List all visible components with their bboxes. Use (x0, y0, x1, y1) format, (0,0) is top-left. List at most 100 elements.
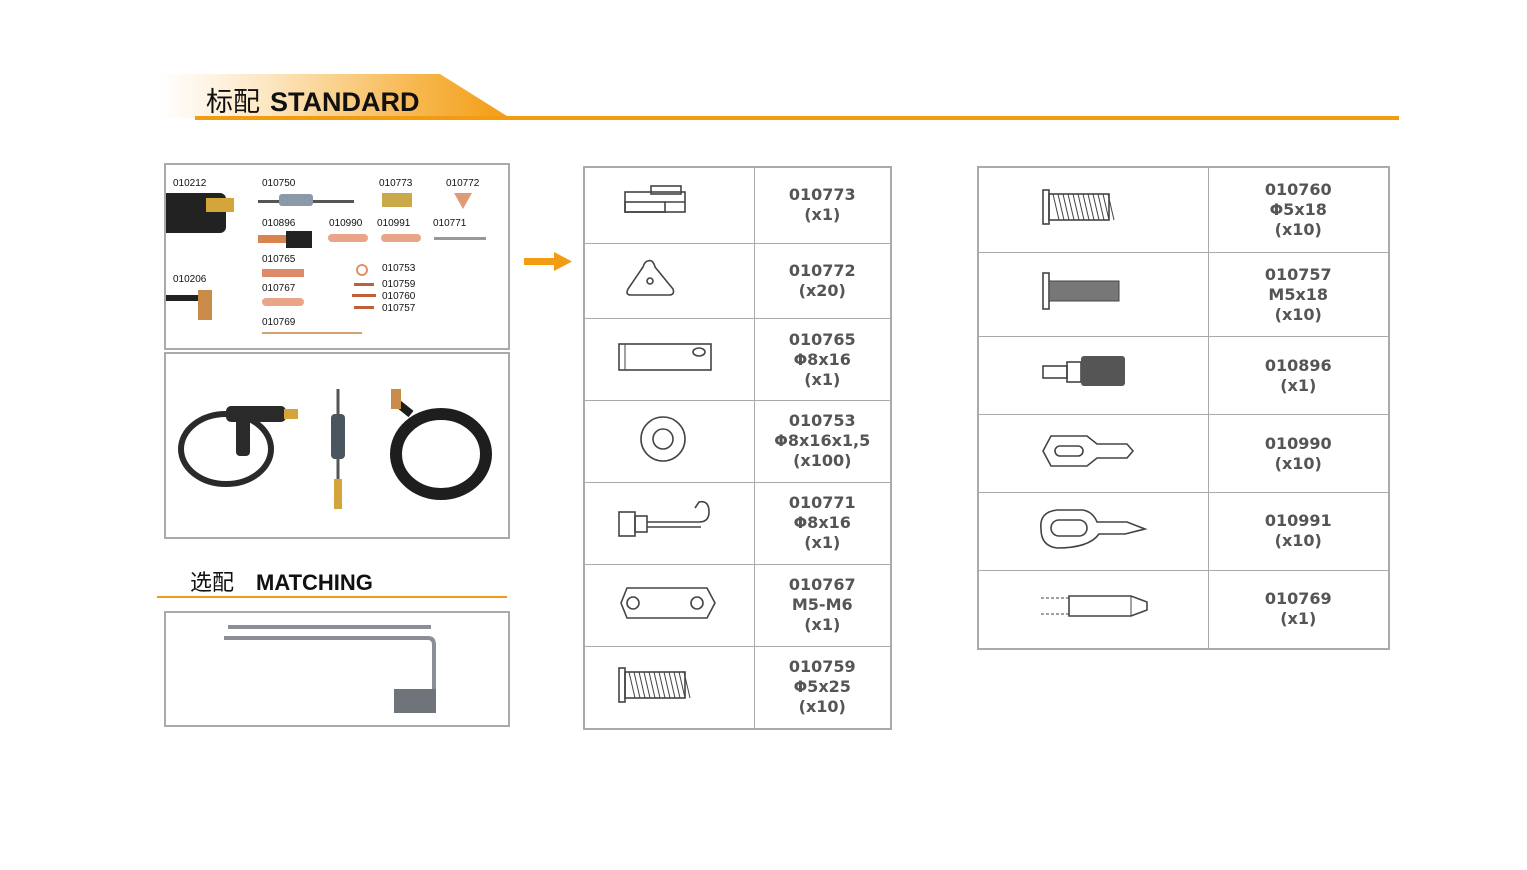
part-label: 010772 (446, 178, 480, 189)
table-row: 010991(x10) (977, 492, 1390, 571)
part-info-cell: 010896(x1) (1207, 336, 1390, 416)
part-info-cell: 010773(x1) (753, 166, 892, 244)
part-number: 010767 (788, 575, 856, 595)
part-number: 010760 (1264, 179, 1332, 199)
parts-photo-panel: 010212 010750 010773 010772 010896 01099… (164, 163, 510, 350)
part-spec: M5-M6 (791, 595, 853, 615)
part-drawing-cell (977, 251, 1209, 338)
table-row: 010772(x20) (583, 242, 892, 320)
table-row: 010990(x10) (977, 414, 1390, 494)
part-spec: (x10) (798, 697, 846, 717)
part-label: 010206 (173, 274, 207, 285)
part-drawing-cell (583, 400, 755, 483)
part-drawing-cell (977, 336, 1209, 416)
part-label: 010991 (377, 218, 411, 229)
part-spec: M5x18 (1268, 284, 1329, 304)
part-spec: (x10) (1274, 304, 1322, 324)
part-label: 010765 (262, 254, 296, 265)
part-spec: (x10) (1274, 453, 1322, 473)
optional-tool-panel (164, 611, 510, 727)
hook-icon (618, 500, 711, 537)
title-en: STANDARD (270, 87, 420, 117)
tools-photo-panel (164, 352, 510, 539)
part-label: 010760 (382, 291, 416, 302)
part-label: 010767 (262, 283, 296, 294)
part-label: 010771 (433, 218, 467, 229)
part-drawing-cell (977, 414, 1209, 494)
part-spec: Φ8x16 (793, 513, 851, 533)
part-spec: (x1) (1280, 375, 1317, 395)
large-pulling-ring-icon (1040, 509, 1148, 549)
section-title: 标配 STANDARD (206, 80, 420, 119)
part-number: 010765 (788, 329, 856, 349)
part-spec: Φ8x16x1,5 (774, 431, 871, 451)
divider (157, 596, 507, 598)
part-spec: (x20) (798, 280, 846, 300)
part-label: 010990 (329, 218, 363, 229)
table-row: 010769(x1) (977, 569, 1390, 650)
part-label: 010769 (262, 317, 296, 328)
carbon-rod-icon (1041, 595, 1149, 617)
part-drawing-cell (583, 481, 755, 565)
part-label: 010773 (379, 178, 413, 189)
part-spec: (x1) (804, 205, 841, 225)
divider (195, 116, 1399, 120)
part-info-cell: 010772(x20) (753, 242, 892, 320)
welding-gun-and-cables-image (178, 389, 492, 509)
part-number: 010771 (788, 493, 856, 513)
part-number: 010769 (1264, 589, 1332, 609)
part-drawing-cell (583, 242, 755, 320)
part-number: 010757 (1264, 264, 1332, 284)
screw-icon (618, 667, 691, 703)
part-drawing-cell (583, 563, 755, 647)
triangle-washer-icon (626, 260, 675, 297)
arrow-right-icon (524, 252, 572, 271)
part-label: 010753 (382, 263, 416, 274)
section-banner (160, 74, 510, 118)
part-info-cell: 010990(x10) (1207, 414, 1390, 494)
part-number: 010772 (788, 260, 856, 280)
matching-title-cn: 选配 (190, 570, 235, 595)
part-drawing-cell (583, 166, 755, 244)
part-spec: (x1) (804, 615, 841, 635)
part-number: 010991 (1264, 511, 1332, 531)
part-number: 010990 (1264, 433, 1332, 453)
part-drawing-cell (977, 166, 1209, 253)
part-label: 010750 (262, 178, 296, 189)
threaded-stud-icon (1042, 272, 1120, 310)
title-cn: 标配 (206, 87, 260, 117)
part-spec: (x1) (1280, 609, 1317, 629)
part-label: 010896 (262, 218, 296, 229)
part-spec: (x10) (1274, 531, 1322, 551)
part-spec: Φ8x16 (793, 349, 851, 369)
tip-holder-icon (624, 184, 687, 213)
washer-icon (640, 416, 687, 462)
part-info-cell: 010991(x10) (1207, 492, 1390, 571)
part-info-cell: 010769(x1) (1207, 569, 1390, 650)
part-label: 010757 (382, 303, 416, 314)
part-number: 010759 (788, 657, 856, 677)
electrode-adapter-icon (1042, 356, 1126, 387)
part-label: 010212 (173, 178, 207, 189)
double-hole-plate-icon (620, 587, 717, 619)
table-row: 010896(x1) (977, 336, 1390, 416)
part-number: 010896 (1264, 355, 1332, 375)
part-spec: Φ5x18 (1269, 199, 1327, 219)
part-drawing-cell (583, 318, 755, 401)
pulling-ring-icon (1042, 435, 1135, 467)
electrode-bar-icon (618, 343, 713, 371)
